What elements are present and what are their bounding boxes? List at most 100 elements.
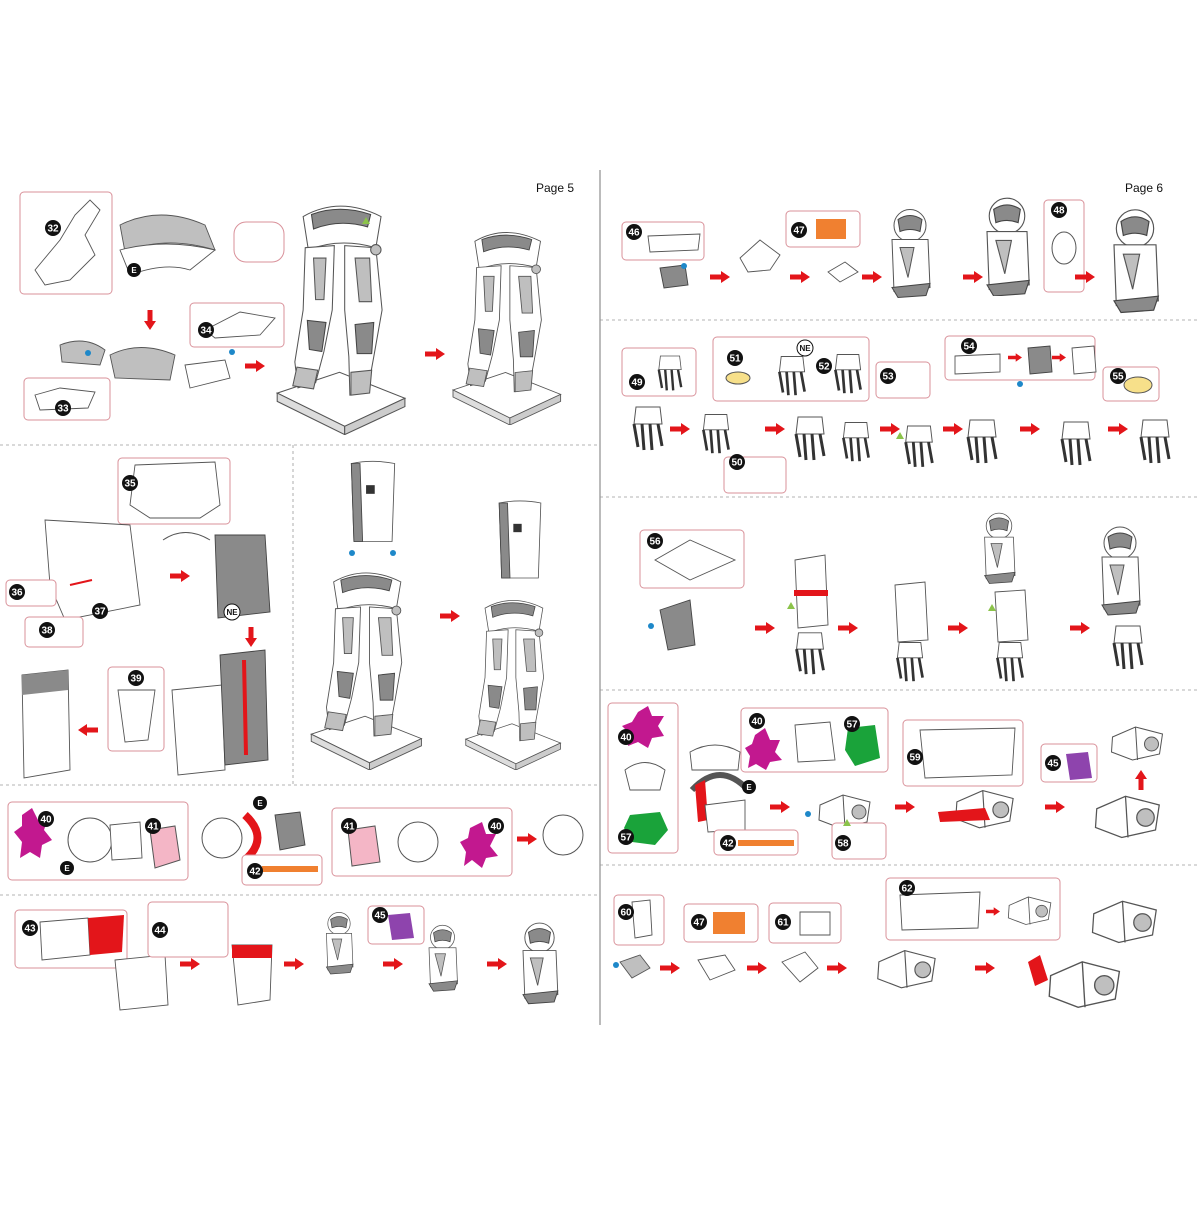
- step-badge: 41: [341, 818, 357, 834]
- step-number: 40: [751, 717, 763, 728]
- step-number: 40: [490, 822, 502, 833]
- arrow-icon: [245, 627, 257, 647]
- step-badge: 62: [899, 880, 915, 896]
- part-piece: [624, 812, 668, 845]
- step-badge: 36: [9, 584, 25, 600]
- part-piece: [794, 590, 828, 596]
- align-triangle-icon: [362, 217, 370, 224]
- step-number: 57: [620, 833, 632, 844]
- part-piece: [34, 199, 101, 286]
- step-badge: 45: [1045, 755, 1061, 771]
- step-badge: 37: [92, 603, 108, 619]
- arrow-icon: [790, 271, 810, 283]
- forearm-assembly: [984, 512, 1016, 584]
- step-number: 52: [818, 362, 830, 373]
- hand-part: [632, 405, 664, 452]
- badge-e: E: [253, 796, 267, 810]
- hand-part: [842, 421, 870, 463]
- helmet-part: [876, 949, 937, 989]
- pin-dot-icon: [613, 962, 619, 968]
- arrow-icon: [170, 570, 190, 582]
- step-number: 37: [94, 607, 106, 618]
- part-piece: [689, 744, 741, 771]
- step-number: 49: [631, 378, 643, 389]
- step-badge: 58: [835, 835, 851, 851]
- pin-dot-icon: [648, 623, 654, 629]
- part-piece: [619, 954, 651, 979]
- arrow-icon: [975, 962, 995, 974]
- part-piece: [745, 728, 782, 770]
- step-badge: 46: [626, 224, 642, 240]
- forearm-assembly: [325, 911, 354, 975]
- part-piece: [214, 534, 271, 619]
- part-piece: [44, 519, 141, 621]
- step-badge: 45: [372, 907, 388, 923]
- badge-ne-label: NE: [226, 608, 238, 617]
- step-number: 62: [901, 884, 913, 895]
- part-piece: [242, 659, 248, 756]
- arrow-icon: [383, 958, 403, 970]
- step-badge: 47: [791, 222, 807, 238]
- step-badge: 34: [198, 322, 214, 338]
- part-piece: [1051, 231, 1077, 265]
- step-number: 38: [41, 626, 53, 637]
- part-piece: [162, 532, 211, 541]
- part-piece: [1123, 376, 1153, 394]
- step-badge: 39: [128, 670, 144, 686]
- part-piece: [624, 762, 666, 791]
- step-number: 57: [846, 720, 858, 731]
- badge-e-label: E: [64, 864, 70, 873]
- arrow-icon: [880, 423, 900, 435]
- part-piece: [994, 589, 1029, 643]
- badge-e-label: E: [257, 799, 263, 808]
- align-triangle-icon: [988, 604, 996, 611]
- forearm-assembly: [986, 197, 1030, 296]
- step-badge: 40: [618, 729, 634, 745]
- part-piece: [1027, 345, 1053, 375]
- step-badge: 43: [22, 920, 38, 936]
- part-piece: [88, 915, 124, 955]
- part-piece: [109, 347, 176, 381]
- step-number: 46: [628, 228, 640, 239]
- step-number: 44: [154, 926, 166, 937]
- step-badge: 50: [729, 454, 745, 470]
- hand-part: [966, 418, 998, 465]
- badge-ne-label: NE: [799, 344, 811, 353]
- hand-part: [1060, 420, 1092, 467]
- arrow-icon: [770, 801, 790, 813]
- pin-dot-icon: [349, 550, 355, 556]
- arrow-icon: [284, 958, 304, 970]
- part-piece: [242, 812, 262, 864]
- hand-part: [995, 641, 1025, 683]
- step-badge: 40: [749, 713, 765, 729]
- badge-e: E: [742, 780, 756, 794]
- step-badge: 59: [907, 749, 923, 765]
- step-number: 56: [649, 537, 661, 548]
- align-triangle-icon: [896, 432, 904, 439]
- arrow-icon: [862, 271, 882, 283]
- arrow-icon: [245, 360, 265, 372]
- torso-assembly: [350, 460, 396, 543]
- part-piece: [899, 891, 981, 931]
- step-number: 35: [124, 479, 136, 490]
- step-number: 33: [57, 404, 69, 415]
- step-number: 55: [1112, 372, 1124, 383]
- arrow-icon: [747, 962, 767, 974]
- arrow-icon: [755, 622, 775, 634]
- page-label-left: Page 5: [536, 181, 575, 195]
- part-piece: [67, 817, 113, 863]
- part-piece: [631, 899, 653, 939]
- torso-assembly: [498, 500, 542, 579]
- forearm-assembly: [428, 924, 458, 992]
- step-badge: 32: [45, 220, 61, 236]
- step-number: 58: [837, 839, 849, 850]
- forearm-assembly: [1101, 526, 1141, 616]
- step-badge: 42: [720, 835, 736, 851]
- arrow-icon: [78, 724, 98, 736]
- legs-assembly: [465, 599, 562, 770]
- helmet-part: [1048, 960, 1121, 1009]
- arrow-icon: [895, 801, 915, 813]
- step-number: 45: [1047, 759, 1059, 770]
- arrow-icon: [963, 271, 983, 283]
